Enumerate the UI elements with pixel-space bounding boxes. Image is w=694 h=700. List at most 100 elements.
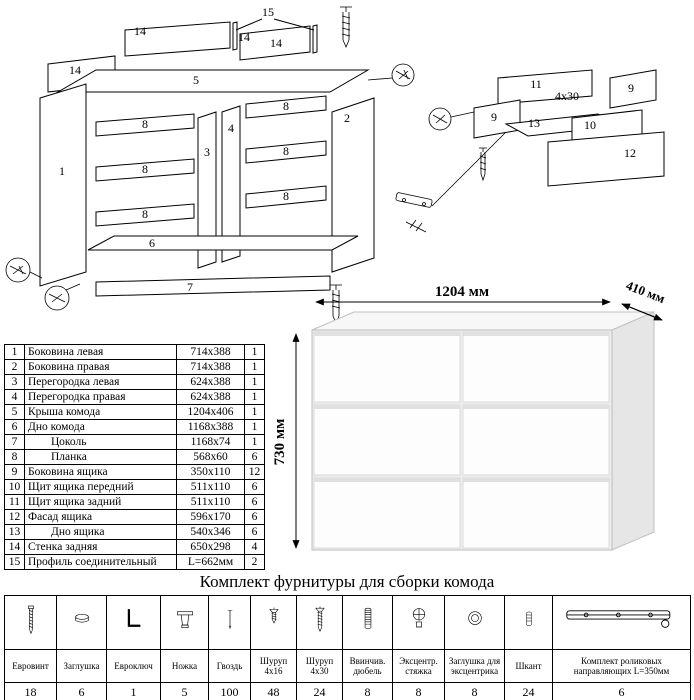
- drawer-slide-icon: [552, 595, 691, 650]
- part-size: 624x388: [176, 389, 245, 405]
- depth-dimension-arrow: [621, 303, 663, 321]
- hardware-icon-row: [4, 595, 691, 650]
- plank: [245, 140, 327, 164]
- hardware-item-name: Шуруп 4x30: [296, 649, 343, 683]
- part-name: Стенка задняя: [24, 539, 177, 555]
- part-number: 15: [4, 554, 25, 570]
- drawer-front: [313, 331, 461, 403]
- part-size: 350x110: [176, 464, 245, 480]
- plank: [95, 203, 195, 227]
- part-size: 714x388: [176, 344, 245, 360]
- part-callout: 5: [193, 73, 199, 87]
- part-callout: 8: [142, 117, 148, 131]
- connecting-profile: [312, 24, 318, 54]
- part-number: 7: [4, 434, 25, 450]
- connecting-profile: [232, 21, 238, 51]
- part-callout: 1: [59, 164, 65, 178]
- part-number: 1: [4, 344, 25, 360]
- hardware-item-qty: 6: [56, 682, 107, 700]
- part-size: 540x346: [176, 524, 245, 540]
- part-number: 12: [4, 509, 25, 525]
- slide-rail-icon: [395, 192, 433, 208]
- part-callout: 13: [528, 116, 540, 130]
- part-callout: 12: [624, 146, 636, 160]
- part-callout: 7: [187, 280, 193, 294]
- part-callout: 2: [344, 111, 350, 125]
- drawer-front: [462, 404, 610, 476]
- parts-table: 1 Боковина левая 714x388 1 2 Боковина пр…: [4, 344, 265, 570]
- parts-table-row: 12 Фасад ящика 596x170 6: [4, 509, 265, 525]
- part-qty: 1: [244, 374, 265, 390]
- part-qty: 12: [244, 464, 265, 480]
- hardware-item-name: Ножка: [160, 649, 209, 683]
- back-panel: [239, 25, 311, 61]
- depth-dimension-label: 410 мм: [624, 282, 667, 306]
- hardware-item-qty: 24: [504, 682, 553, 700]
- drawer-front: [462, 477, 610, 549]
- cam-cap-icon: [444, 595, 505, 650]
- parts-table-row: 8 Планка 568x60 6: [4, 449, 265, 465]
- part-qty: 1: [244, 359, 265, 375]
- part-size: 596x170: [176, 509, 245, 525]
- part-number: 2: [4, 359, 25, 375]
- part-callout: 8: [142, 162, 148, 176]
- part-callout: 8: [283, 99, 289, 113]
- part-number: 6: [4, 419, 25, 435]
- part-qty: 6: [244, 494, 265, 510]
- part-callout: 8: [283, 189, 289, 203]
- part-name: Щит ящика задний: [24, 494, 177, 510]
- part-name: Боковина ящика: [24, 464, 177, 480]
- part-qty: 6: [244, 479, 265, 495]
- part-size: 650x298: [176, 539, 245, 555]
- part-name: Боковина правая: [24, 359, 177, 375]
- hardware-item-qty: 8: [342, 682, 393, 700]
- parts-table-row: 5 Крыша комода 1204x406 1: [4, 404, 265, 420]
- confirmat-screw-icon: [340, 6, 352, 49]
- hardware-item-qty: 5: [160, 682, 209, 700]
- part-size: 1168x74: [176, 434, 245, 450]
- part-name: Перегородка правая: [24, 389, 177, 405]
- dowel-screw-icon: [342, 595, 393, 650]
- plank: [245, 185, 327, 209]
- part-number: 8: [4, 449, 25, 465]
- screw-large-icon: [296, 595, 343, 650]
- part-callout: 11: [530, 77, 542, 91]
- part-callout: 4: [228, 121, 234, 135]
- hardware-kit-title: Комплект фурнитуры для сборки комода: [199, 572, 495, 591]
- part-callout: 4x30: [555, 89, 579, 103]
- left-side-panel: [39, 83, 87, 287]
- hardware-item-qty: 48: [250, 682, 297, 700]
- part-callout: 14: [238, 30, 250, 44]
- plank: [245, 95, 327, 119]
- cap-icon: [56, 595, 107, 650]
- part-size: 1168x388: [176, 419, 245, 435]
- hardware-item-name: Шкант: [504, 649, 553, 683]
- part-number: 10: [4, 479, 25, 495]
- hex-key-icon: [106, 595, 161, 650]
- hardware-item-qty: 100: [208, 682, 251, 700]
- drawer-fronts: [313, 331, 610, 549]
- part-callout: 6: [149, 236, 155, 250]
- part-callout: 14: [69, 63, 81, 77]
- part-size: 511x110: [176, 479, 245, 495]
- nail-icon: [208, 595, 251, 650]
- screw-detail-icon: [44, 285, 70, 311]
- part-size: 511x110: [176, 494, 245, 510]
- cam-lock-icon: [392, 595, 445, 650]
- hardware-item-name: Заглушка: [56, 649, 107, 683]
- part-qty: 6: [244, 449, 265, 465]
- parts-table-row: 9 Боковина ящика 350x110 12: [4, 464, 265, 480]
- drawer-facade: [547, 131, 665, 187]
- part-name: Планка: [24, 449, 177, 465]
- screw-detail-icon: [5, 257, 31, 283]
- drawer-front: [313, 404, 461, 476]
- part-number: 13: [4, 524, 25, 540]
- parts-table-row: 11 Щит ящика задний 511x110 6: [4, 494, 265, 510]
- part-qty: 4: [244, 539, 265, 555]
- part-qty: 6: [244, 509, 265, 525]
- screw-small-icon: [250, 595, 297, 650]
- part-size: 568x60: [176, 449, 245, 465]
- part-size: 624x388: [176, 374, 245, 390]
- part-number: 11: [4, 494, 25, 510]
